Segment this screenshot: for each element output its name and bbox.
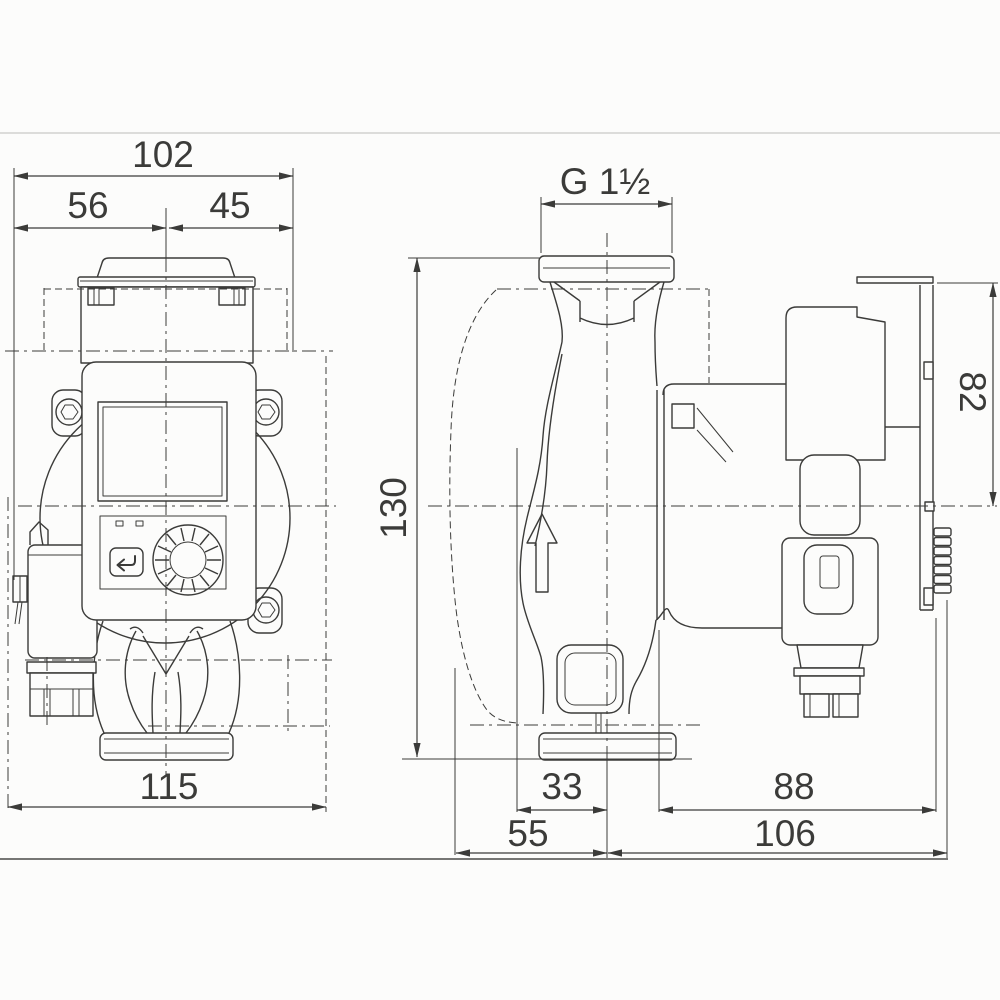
knob-serration-icon xyxy=(155,527,221,593)
front-view: 102 56 45 115 xyxy=(5,134,336,812)
display-screen xyxy=(97,401,228,502)
front-dimensions: 102 56 45 115 xyxy=(7,134,327,811)
side-view: G 1½ 130 82 33 55 88 106 xyxy=(373,161,998,858)
control-module xyxy=(81,361,257,621)
connector-plug-side xyxy=(781,537,879,718)
dim-label-module-height: 82 xyxy=(952,371,993,412)
latch-clips xyxy=(87,287,246,306)
hex-screw-icon xyxy=(257,602,276,618)
hex-screw-icon xyxy=(257,404,276,420)
module-top-cap xyxy=(856,276,934,284)
side-dimensions: G 1½ 130 82 33 55 88 106 xyxy=(373,161,998,858)
power-connector xyxy=(12,521,98,717)
hmi-panel xyxy=(99,515,227,590)
pump-foot xyxy=(556,644,624,733)
dim-label-port-thread: G 1½ xyxy=(560,161,651,202)
front-construction-lines xyxy=(5,258,336,812)
terminal-block xyxy=(29,672,94,717)
hex-screw-icon xyxy=(60,404,79,420)
dim-label-rear-depth: 88 xyxy=(773,766,814,807)
pump-volute xyxy=(92,620,241,734)
dim-label-overall-width: 115 xyxy=(140,766,199,807)
flow-direction-arrow-icon xyxy=(526,513,558,593)
dim-label-total-depth: 106 xyxy=(754,813,816,854)
dim-label-front-depth: 55 xyxy=(507,813,548,854)
led-indicator xyxy=(135,520,144,527)
dim-label-axis-to-front: 33 xyxy=(541,766,582,807)
control-module-side xyxy=(781,276,952,718)
operating-knob-side xyxy=(933,527,952,594)
motor-housing xyxy=(655,383,786,629)
selector-knob xyxy=(152,524,224,596)
return-arrow-icon xyxy=(116,555,136,572)
pump-body-profile xyxy=(516,281,665,715)
upper-body xyxy=(80,286,254,364)
return-button xyxy=(109,547,144,577)
dim-label-height: 130 xyxy=(373,477,414,539)
dim-label-axis-to-right: 45 xyxy=(209,185,250,226)
dim-label-axis-to-left: 56 xyxy=(67,185,108,226)
led-indicator xyxy=(115,520,124,527)
side-construction-lines xyxy=(428,233,997,760)
dim-label-total-width: 102 xyxy=(132,134,194,175)
